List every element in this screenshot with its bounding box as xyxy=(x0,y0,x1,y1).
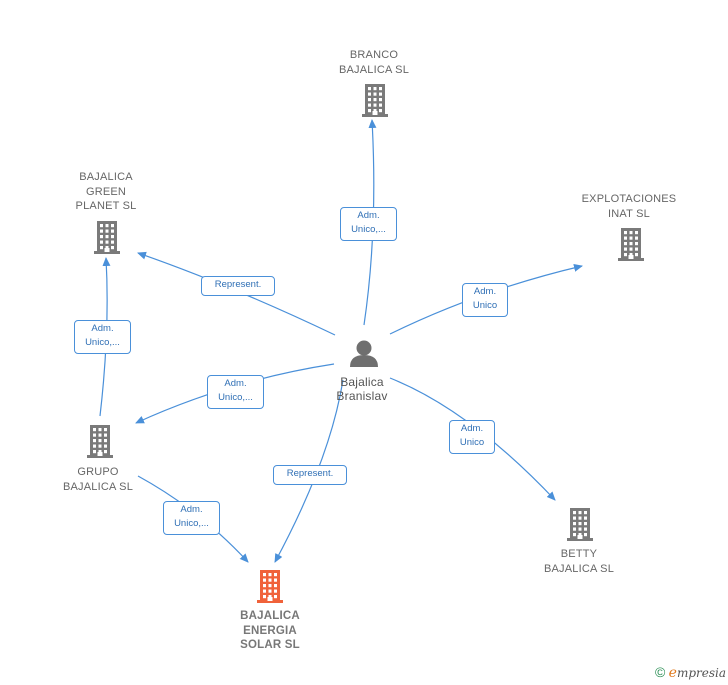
building-icon-betty[interactable] xyxy=(567,508,593,541)
building-icon-branco[interactable] xyxy=(362,84,388,117)
node-label-branco-bajalica[interactable]: BRANCO BAJALICA SL xyxy=(338,49,410,76)
node-label-betty-bajalica[interactable]: BETTY BAJALICA SL xyxy=(543,548,615,575)
brand-name: mpresia xyxy=(676,666,726,680)
edge-label-grupo-to-green: Adm. Unico,... xyxy=(74,320,131,354)
empresia-watermark: © empresia xyxy=(655,664,726,681)
building-icon-energia-solar[interactable] xyxy=(257,570,283,603)
edge-label-to-branco: Adm. Unico,... xyxy=(340,207,397,241)
edge-label-to-green: Represent. xyxy=(201,276,275,296)
edge-label-grupo-to-energia: Adm. Unico,... xyxy=(163,501,220,535)
edge-label-to-betty: Adm. Unico xyxy=(449,420,495,454)
edge-label-to-explotaciones: Adm. Unico xyxy=(462,283,508,317)
node-label-grupo-bajalica[interactable]: GRUPO BAJALICA SL xyxy=(62,466,134,493)
node-label-explotaciones-inat[interactable]: EXPLOTACIONES INAT SL xyxy=(581,193,677,220)
node-label-bajalica-green-planet[interactable]: BAJALICA GREEN PLANET SL xyxy=(75,171,137,212)
brand-initial: e xyxy=(668,665,677,681)
copyright-icon: © xyxy=(654,664,666,680)
edge-label-to-grupo: Adm. Unico,... xyxy=(207,375,264,409)
person-icon-bajalica-branislav[interactable] xyxy=(350,340,378,368)
node-label-bajalica-energia-solar[interactable]: BAJALICA ENERGIA SOLAR SL xyxy=(240,610,300,651)
edge-label-to-energia: Represent. xyxy=(273,465,347,485)
building-icon-green-planet[interactable] xyxy=(94,221,120,254)
building-icon-explotaciones[interactable] xyxy=(618,228,644,261)
node-label-bajalica-branislav[interactable]: Bajalica Branislav xyxy=(336,375,388,403)
building-icon-grupo[interactable] xyxy=(87,425,113,458)
